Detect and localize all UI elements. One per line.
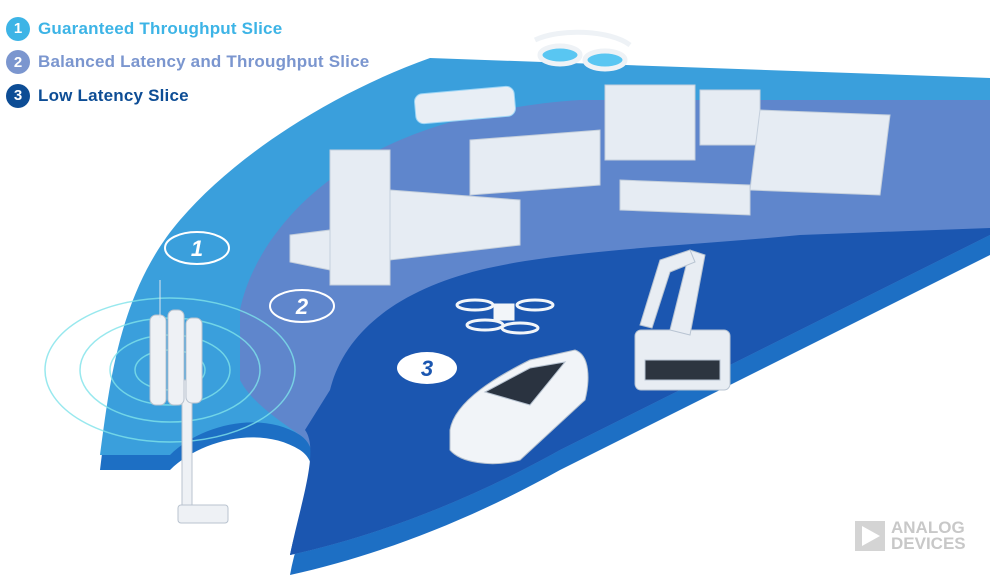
logo-line-1: ANALOG: [891, 518, 965, 537]
svg-text:2: 2: [295, 294, 309, 319]
legend-label: Guaranteed Throughput Slice: [38, 18, 283, 38]
legend-number-badge: 1: [6, 16, 30, 41]
logo-triangle-icon: [855, 521, 885, 551]
logo-line-2: DEVICES: [891, 534, 966, 553]
legend-item-guaranteed-throughput: 1 Guaranteed Throughput Slice: [6, 12, 369, 46]
svg-text:1: 1: [191, 236, 203, 261]
zone-marker-3: 3: [397, 352, 457, 384]
drone: [455, 298, 555, 335]
cell-tower-antenna: [149, 280, 229, 524]
zone-marker-1: 1: [164, 231, 230, 265]
smart-glasses: [533, 29, 632, 72]
city-buildings: [289, 84, 891, 286]
slice-legend: 1 Guaranteed Throughput Slice 2 Balanced…: [6, 12, 369, 113]
legend-item-balanced: 2 Balanced Latency and Throughput Slice: [6, 46, 369, 80]
logo-text: ANALOG DEVICES: [891, 518, 966, 553]
legend-number-badge: 3: [6, 83, 30, 108]
car: [449, 349, 589, 465]
analog-devices-logo: ANALOG DEVICES: [855, 518, 966, 553]
legend-label: Balanced Latency and Throughput Slice: [38, 52, 370, 72]
robot-arm: [634, 249, 731, 391]
legend-item-low-latency: 3 Low Latency Slice: [6, 79, 369, 113]
zone-marker-2: 2: [269, 289, 335, 323]
legend-label: Low Latency Slice: [38, 85, 189, 105]
smartphone: [414, 85, 516, 125]
svg-text:3: 3: [421, 356, 433, 381]
legend-number-badge: 2: [6, 50, 30, 75]
